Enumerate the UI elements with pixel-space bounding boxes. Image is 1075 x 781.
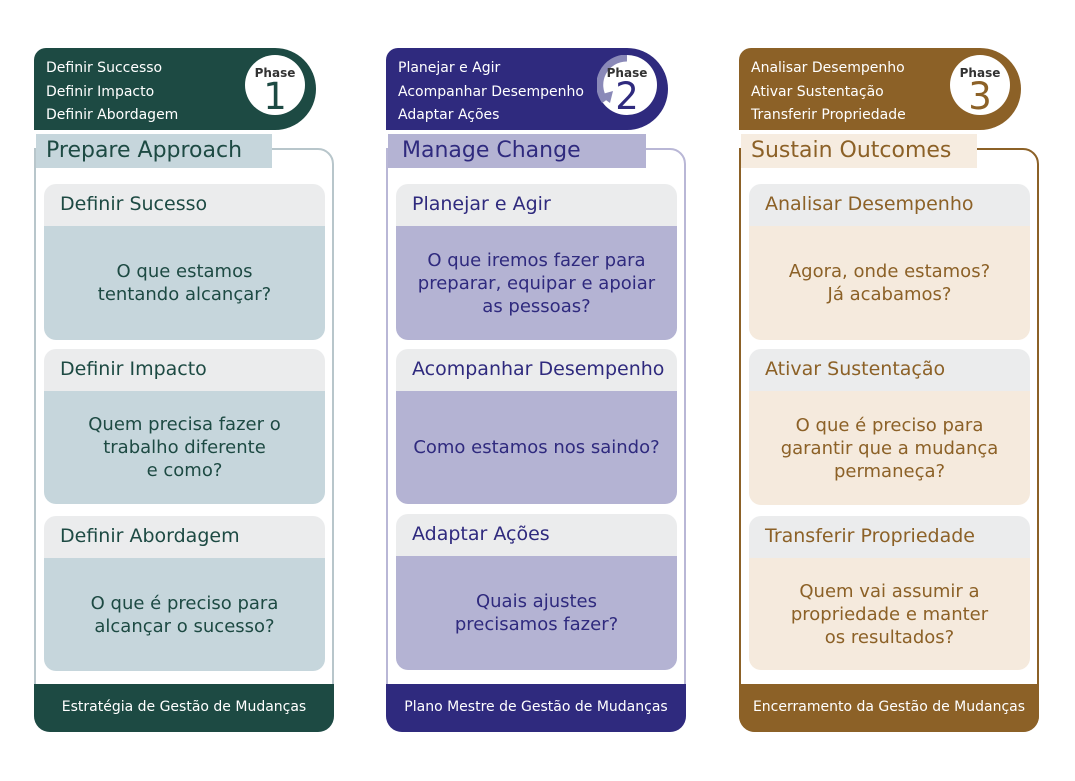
phase-1-footer: Estratégia de Gestão de Mudanças (34, 684, 334, 732)
card-question: Quem vai assumir a propriedade e manter … (749, 558, 1030, 670)
phase-3-badge: Phase 3 (950, 55, 1010, 115)
phase-1-card-3: Definir Abordagem O que é preciso para a… (44, 516, 325, 671)
cycle-arrow-icon (597, 55, 628, 104)
phase-3-title: Sustain Outcomes (741, 134, 977, 168)
phase-3-header-line: Analisar Desempenho (751, 60, 905, 76)
phase-3-badge-label: Phase (959, 66, 1001, 80)
phase-3-header-line: Ativar Sustentação (751, 83, 884, 100)
phase-2-card-2: Acompanhar Desempenho Como estamos nos s… (396, 349, 677, 504)
phase-2-card-3: Adaptar Ações Quais ajustes precisamos f… (396, 514, 677, 670)
card-title: Definir Sucesso (44, 184, 325, 226)
card-title: Acompanhar Desempenho (396, 349, 677, 391)
phase-1-card-2: Definir Impacto Quem precisa fazer o tra… (44, 349, 325, 504)
phase-2-panel: Planejar e Agir Acompanhar Desempenho Ad… (386, 48, 686, 732)
phase-2-badge-label: Phase (606, 66, 648, 80)
card-title: Adaptar Ações (396, 514, 677, 556)
phase-2-title: Manage Change (388, 134, 646, 168)
phase-1-badge-number: 1 (263, 75, 287, 118)
phase-2-badge: Phase 2 (597, 55, 657, 115)
phase-2-card-1: Planejar e Agir O que iremos fazer para … (396, 184, 677, 340)
phase-3-header-line: Transferir Propriedade (751, 107, 906, 123)
phase-1-header-line: Definir Abordagem (46, 107, 179, 123)
phase-2-footer: Plano Mestre de Gestão de Mudanças (386, 684, 686, 732)
phase-2-header-line: Acompanhar Desempenho (398, 83, 584, 100)
phase-1-title: Prepare Approach (36, 134, 272, 168)
card-title: Ativar Sustentação (749, 349, 1030, 391)
phase-1-card-1: Definir Sucesso O que estamos tentando a… (44, 184, 325, 340)
card-title: Analisar Desempenho (749, 184, 1030, 226)
phase-1-header-line: Definir Impacto (46, 83, 155, 100)
phase-2-header-line: Planejar e Agir (398, 60, 501, 76)
phase-3-badge-number: 3 (968, 75, 992, 118)
phase-3-card-3: Transferir Propriedade Quem vai assumir … (749, 516, 1030, 670)
phase-1-badge: Phase 1 (245, 55, 305, 115)
card-question: Quais ajustes precisamos fazer? (396, 556, 677, 670)
phase-3-panel: Analisar Desempenho Ativar Sustentação T… (739, 48, 1039, 732)
phase-1-badge-label: Phase (254, 66, 296, 80)
phase-2-badge-number: 2 (615, 75, 639, 118)
phase-3-card-1: Analisar Desempenho Agora, onde estamos?… (749, 184, 1030, 340)
phase-3-footer: Encerramento da Gestão de Mudanças (739, 684, 1039, 732)
phase-2-header-line: Adaptar Ações (398, 107, 500, 123)
card-title: Definir Impacto (44, 349, 325, 391)
card-question: O que é preciso para alcançar o sucesso? (44, 558, 325, 671)
card-question: Como estamos nos saindo? (396, 391, 677, 504)
card-question: O que iremos fazer para preparar, equipa… (396, 226, 677, 340)
card-question: O que é preciso para garantir que a muda… (749, 391, 1030, 505)
card-question: Quem precisa fazer o trabalho diferente … (44, 391, 325, 504)
card-title: Planejar e Agir (396, 184, 677, 226)
card-question: Agora, onde estamos? Já acabamos? (749, 226, 1030, 340)
phase-1-header-line: Definir Successo (46, 60, 163, 76)
phase-1-panel: Definir Successo Definir Impacto Definir… (34, 48, 334, 732)
card-title: Transferir Propriedade (749, 516, 1030, 558)
card-title: Definir Abordagem (44, 516, 325, 558)
phase-3-card-2: Ativar Sustentação O que é preciso para … (749, 349, 1030, 505)
card-question: O que estamos tentando alcançar? (44, 226, 325, 340)
